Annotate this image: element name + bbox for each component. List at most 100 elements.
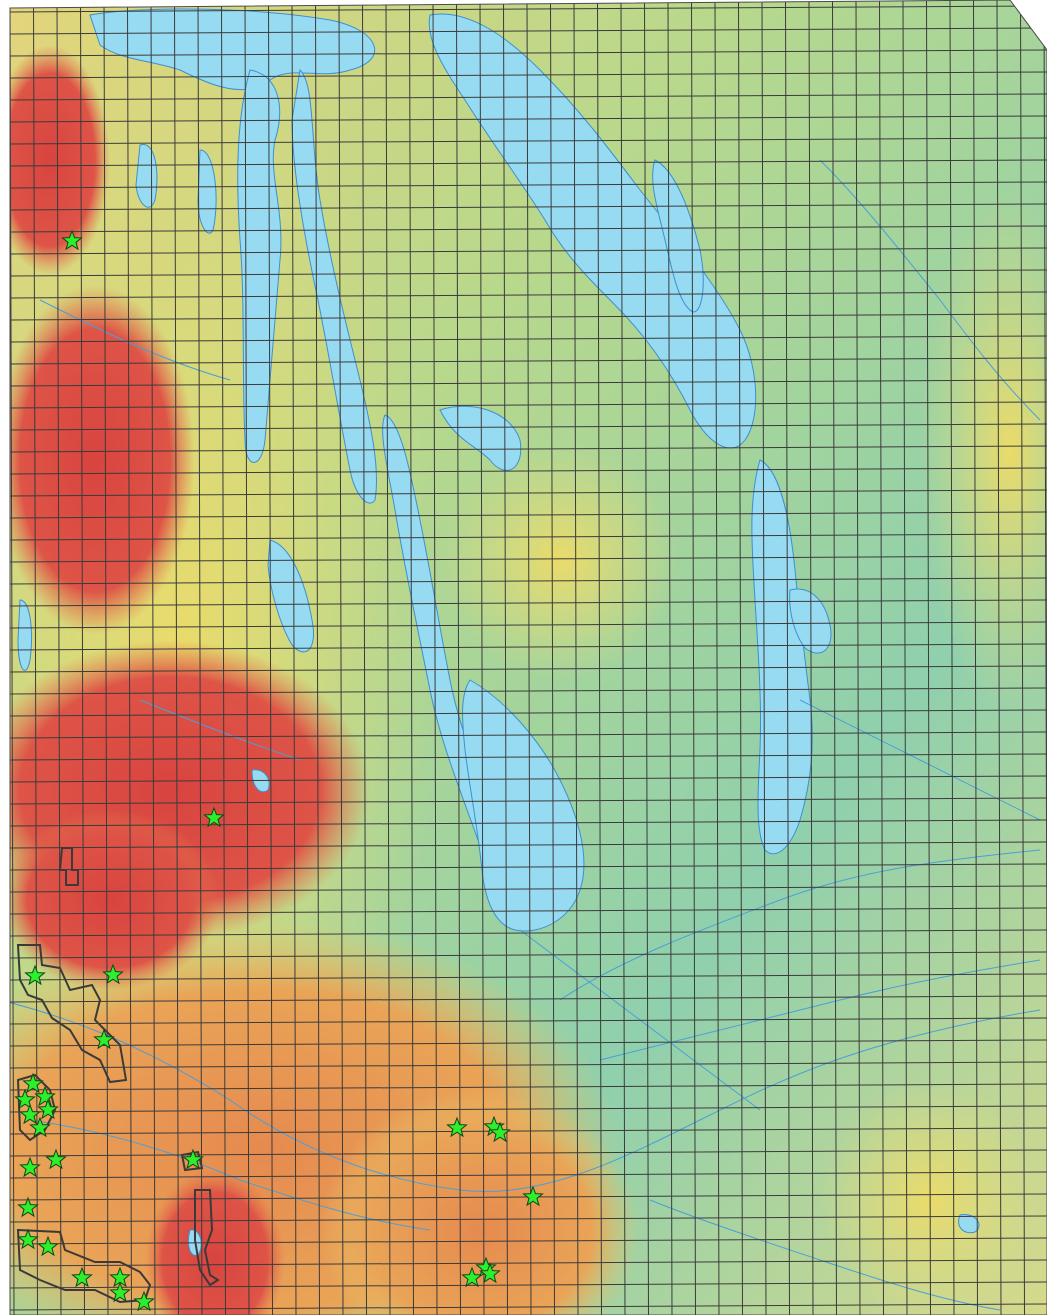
star-icon[interactable] [34,1085,56,1107]
grid-line-vertical [268,0,273,1315]
boundary-f [16,1228,152,1304]
terrain-yellow-center [440,440,680,680]
grid-line-horizontal [10,929,1047,937]
boundary-b [16,944,128,1084]
grid-line-horizontal [10,137,1047,145]
grid-line-vertical [879,0,884,1315]
terrain-red-south [145,1170,285,1315]
grid-line-vertical [456,0,461,1315]
star-icon[interactable] [102,963,124,985]
grid-line-vertical [174,0,179,1315]
lake-north-bay [89,8,376,91]
grid-line-horizontal [10,423,1047,431]
grid-line-horizontal [10,511,1047,519]
grid-line-horizontal [10,973,1047,981]
star-icon[interactable] [461,1266,483,1288]
grid-line-horizontal [10,1259,1047,1267]
grid-line-horizontal [10,71,1047,79]
grid-line-horizontal [10,291,1047,299]
grid-line-horizontal [10,995,1047,1003]
grid-line-vertical [949,0,955,1315]
lake-central-arm [439,405,522,471]
grid-line-vertical [409,0,414,1315]
river-a [10,999,1041,1193]
star-icon[interactable] [45,1148,67,1170]
star-icon[interactable] [19,1156,41,1178]
star-icon[interactable] [522,1185,544,1207]
grid-line-horizontal [10,599,1047,607]
grid-line-vertical [785,0,790,1315]
grid-line-vertical [738,0,743,1315]
lake-north-channel [291,68,377,504]
grid-line-horizontal [10,643,1047,651]
star-icon[interactable] [446,1116,468,1138]
star-icon[interactable] [109,1281,131,1303]
grid-line-horizontal [10,885,1047,893]
grid-line-horizontal [10,1303,1047,1311]
grid-line-horizontal [10,1149,1047,1157]
grid-line-vertical [526,0,532,1315]
star-icon[interactable] [14,1088,36,1110]
grid-line-vertical [855,0,861,1315]
grid-line-horizontal [10,489,1047,497]
grid-line-vertical [761,0,767,1315]
grid-line-horizontal [10,159,1047,167]
grid-line-vertical [1020,0,1025,1315]
grid-line-horizontal [10,313,1047,321]
boundary-outlines [16,847,220,1304]
grid-line-horizontal [10,445,1047,453]
terrain-red-upperwest [10,285,195,635]
star-icon[interactable] [17,1196,39,1218]
lake-small-w-a [17,599,33,671]
grid-line-horizontal [10,555,1047,563]
star-icon[interactable] [29,1116,51,1138]
grid-line-vertical [33,0,38,1315]
star-icon[interactable] [203,806,225,828]
grid-line-vertical [479,0,485,1315]
grid-line-horizontal [10,533,1047,541]
grid-line-vertical [808,0,814,1315]
grid-line-horizontal [10,1061,1047,1069]
boundary-a [58,847,79,886]
grid-line-horizontal [10,1171,1047,1179]
grid-line-vertical [926,0,931,1315]
river-e [819,159,1041,421]
grid-line-vertical [103,0,109,1315]
star-icon[interactable] [489,1121,511,1143]
grid-line-horizontal [10,467,1047,475]
lake-upper-east [652,159,704,313]
grid-line-vertical [80,0,85,1315]
star-icon[interactable] [17,1228,39,1250]
grid-line-vertical [197,0,203,1315]
grid-line-horizontal [10,907,1047,915]
grid-line-horizontal [10,1127,1047,1135]
grid-line-horizontal [10,731,1047,739]
grid-line-horizontal [10,269,1047,277]
star-icon[interactable] [37,1235,59,1257]
grid-line-vertical [620,0,626,1315]
grid-line-horizontal [10,863,1047,871]
star-icon[interactable] [24,964,46,986]
star-icon[interactable] [182,1148,204,1170]
star-icon[interactable] [61,229,83,251]
grid-line-horizontal [10,621,1047,629]
star-icon[interactable] [133,1290,155,1312]
grid-line-vertical [832,0,837,1315]
star-icon[interactable] [479,1262,501,1284]
grid-line-vertical [550,0,555,1315]
star-icon[interactable] [71,1266,93,1288]
star-icon[interactable] [19,1103,41,1125]
star-icon[interactable] [93,1028,115,1050]
star-icon[interactable] [37,1098,59,1120]
grid-line-horizontal [10,1281,1047,1289]
river-h [139,699,301,761]
grid-line-horizontal [10,357,1047,365]
grid-line-horizontal [10,577,1047,585]
grid-line-horizontal [10,379,1047,387]
grid-line-vertical [432,0,438,1315]
grid-line-horizontal [10,775,1047,783]
star-icon[interactable] [22,1072,44,1094]
